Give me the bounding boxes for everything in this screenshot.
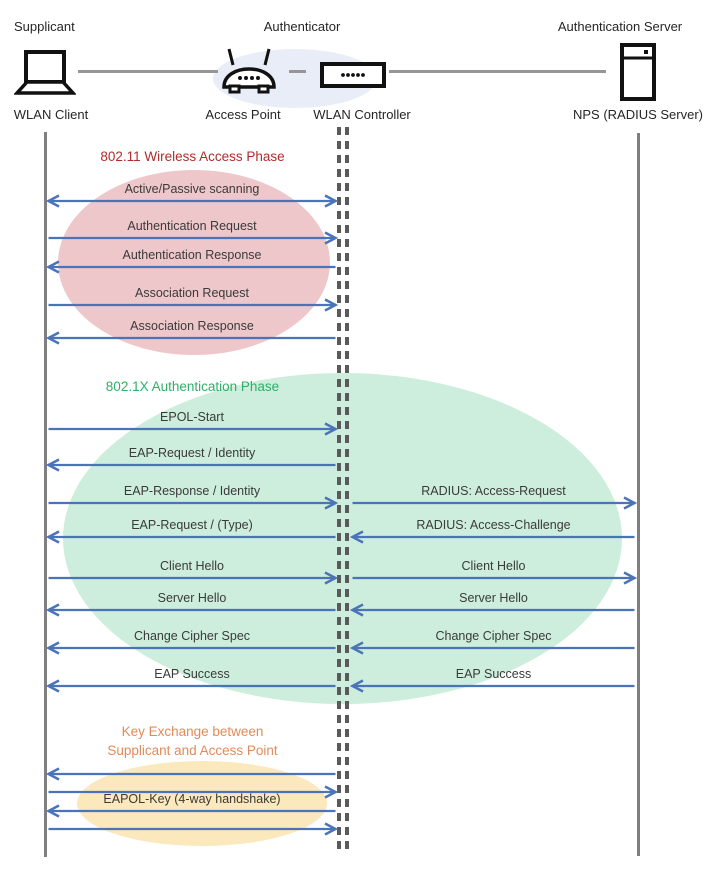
message-arrow-left [45,679,336,693]
phase-ellipse-key-exchange [77,761,327,846]
message-label: EAP-Request / Identity [128,446,256,460]
arrowhead-left [45,260,60,274]
message-label: EAP Success [455,667,532,681]
message-arrow-left [349,641,635,655]
message-arrow-left [349,603,635,617]
role-label-authentication-server: Authentication Server [557,19,683,34]
message-label: EAP-Request / (Type) [131,518,253,532]
arrowhead-left [45,331,60,345]
message-arrow-left [349,530,635,544]
message-arrow-right [48,785,339,799]
phase-title-key-exchange: Key Exchange between Supplicant and Acce… [107,724,278,758]
message-label: Change Cipher Spec [133,629,251,643]
connector-controller-server [389,70,606,73]
role-label-supplicant: Supplicant [14,19,75,34]
arrowhead-left [349,641,364,655]
arrowhead-left [45,767,60,781]
message-arrow-right [352,496,638,510]
arrowhead-left [349,679,364,693]
arrowhead-right [324,785,339,799]
device-label-nps-radius-server: NPS (RADIUS Server) [572,107,704,122]
message-label: Server Hello [157,591,227,605]
message-label: RADIUS: Access-Challenge [416,518,571,532]
arrowhead-left [45,530,60,544]
arrowhead-left [45,679,60,693]
message-label: Active/Passive scanning [124,182,260,196]
role-label-authenticator: Authenticator [263,19,341,34]
phase-title-80211-wireless-access: 802.11 Wireless Access Phase [100,149,285,164]
message-label: Server Hello [459,591,528,605]
arrowhead-right [324,194,339,208]
message-arrow-right [48,231,339,245]
device-label-access-point: Access Point [205,107,281,122]
lifeline-dashed-wlan-controller [345,127,349,853]
message-arrow-left [45,641,336,655]
laptop-icon [14,50,76,95]
arrowhead-left [349,530,364,544]
message-arrow-left [45,767,336,781]
message-arrow-left [45,260,336,274]
message-label: Authentication Request [127,219,257,233]
message-arrow-left [45,331,336,345]
arrowhead-right [324,571,339,585]
device-label-wlan-client: WLAN Client [13,107,89,122]
connector-client-ap [78,70,218,73]
arrowhead-right [324,422,339,436]
arrowhead-right [324,231,339,245]
wlan-controller-icon [320,62,386,88]
phase-title-8021x-authentication: 802.1X Authentication Phase [105,379,280,394]
arrowhead-left [45,194,60,208]
message-arrow-left [349,679,635,693]
lifeline-dashed-access-point [337,127,341,853]
arrowhead-left [45,458,60,472]
message-label: RADIUS: Access-Request [421,484,566,498]
lifeline-nps-server [637,133,640,856]
message-arrow-left [45,603,336,617]
message-arrow-both [45,194,339,208]
message-label: Change Cipher Spec [435,629,552,643]
message-arrow-right [48,822,339,836]
server-icon [620,43,656,101]
message-label: EPOL-Start [160,410,224,424]
message-arrow-right [48,496,339,510]
arrowhead-right [623,496,638,510]
message-label: Authentication Response [122,248,262,262]
access-point-icon [222,48,276,94]
arrowhead-right [324,298,339,312]
arrowhead-left [45,804,60,818]
arrowhead-left [349,603,364,617]
message-arrow-left [45,458,336,472]
message-label: EAPOL-Key (4-way handshake) [103,792,281,806]
arrowhead-left [45,641,60,655]
message-arrow-right [352,571,638,585]
message-label: Client Hello [160,559,224,573]
message-arrow-right [48,571,339,585]
connector-ap-controller [289,70,306,73]
message-arrow-right [48,422,339,436]
arrowhead-right [324,822,339,836]
message-label: Association Response [130,319,254,333]
arrowhead-right [623,571,638,585]
lifeline-wlan-client [44,132,47,857]
message-arrow-left [45,804,336,818]
message-arrow-right [48,298,339,312]
device-label-wlan-controller: WLAN Controller [313,107,411,122]
message-label: EAP-Response / Identity [123,484,261,498]
arrowhead-left [45,603,60,617]
message-label: EAP Success [154,667,230,681]
arrowhead-right [324,496,339,510]
message-label: Client Hello [461,559,526,573]
message-arrow-left [45,530,336,544]
message-label: Association Request [135,286,249,300]
